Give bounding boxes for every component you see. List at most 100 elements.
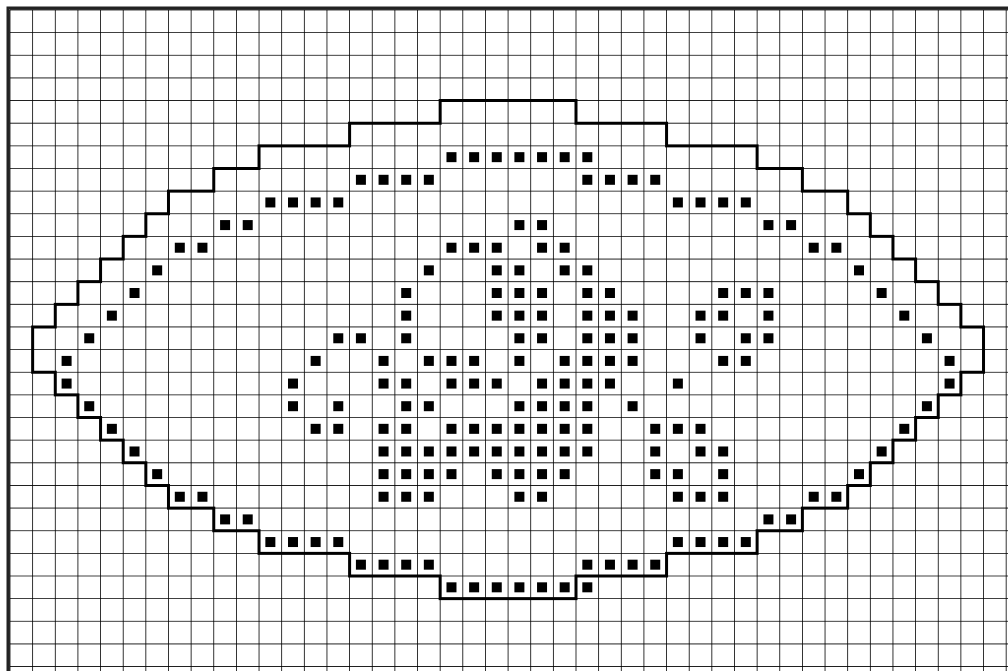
filled-cell — [469, 379, 479, 389]
filled-cell — [560, 243, 570, 253]
filled-cell — [265, 197, 275, 207]
filled-cell — [696, 197, 706, 207]
filled-cell — [130, 288, 140, 298]
filled-cell — [831, 492, 841, 502]
filled-cell — [469, 582, 479, 592]
filled-cell — [560, 356, 570, 366]
filled-cell — [401, 333, 411, 343]
filled-cell — [401, 492, 411, 502]
filled-cell — [311, 537, 321, 547]
filled-cell — [741, 356, 751, 366]
filled-cell — [514, 401, 524, 411]
filled-cell — [922, 401, 932, 411]
filled-cell — [401, 288, 411, 298]
filled-cell — [673, 424, 683, 434]
filled-cell — [288, 537, 298, 547]
filled-cell — [560, 152, 570, 162]
filled-cell — [469, 356, 479, 366]
filled-cell — [424, 446, 434, 456]
filled-cell — [560, 582, 570, 592]
filled-cell — [401, 424, 411, 434]
filled-cell — [741, 333, 751, 343]
filled-cell — [152, 265, 162, 275]
filled-cell — [514, 582, 524, 592]
filled-cell — [514, 446, 524, 456]
filled-cell — [424, 356, 434, 366]
filled-cell — [243, 514, 253, 524]
filled-cell — [446, 243, 456, 253]
filled-cell — [628, 560, 638, 570]
filled-cell — [537, 446, 547, 456]
filled-cell — [62, 379, 72, 389]
filled-cell — [197, 492, 207, 502]
filled-cell — [763, 333, 773, 343]
filled-cell — [379, 356, 389, 366]
filled-cell — [537, 288, 547, 298]
filled-cell — [537, 220, 547, 230]
filled-cell — [605, 379, 615, 389]
filled-cell — [379, 446, 389, 456]
filled-cell — [922, 333, 932, 343]
filled-cell — [582, 175, 592, 185]
filled-cell — [741, 197, 751, 207]
filled-cell — [492, 152, 502, 162]
filled-cell — [446, 446, 456, 456]
filled-cell — [424, 492, 434, 502]
filled-cell — [401, 311, 411, 321]
filled-cell — [537, 401, 547, 411]
filled-cell — [514, 333, 524, 343]
filled-cell — [401, 446, 411, 456]
filled-cell — [401, 175, 411, 185]
filled-cell — [379, 492, 389, 502]
filled-cell — [560, 446, 570, 456]
filled-cell — [718, 311, 728, 321]
filled-cell — [424, 175, 434, 185]
filled-cell — [718, 492, 728, 502]
filled-cell — [537, 469, 547, 479]
filled-cell — [311, 197, 321, 207]
filled-cell — [333, 424, 343, 434]
filled-cell — [446, 424, 456, 434]
filled-cell — [84, 333, 94, 343]
filled-cell — [220, 220, 230, 230]
filled-cell — [696, 492, 706, 502]
filled-cell — [696, 446, 706, 456]
filled-cell — [379, 469, 389, 479]
filled-cell — [786, 220, 796, 230]
filled-cell — [763, 220, 773, 230]
filled-cell — [560, 379, 570, 389]
filled-cell — [492, 582, 502, 592]
filled-cell — [628, 175, 638, 185]
filled-cell — [650, 175, 660, 185]
filled-cell — [401, 401, 411, 411]
filled-cell — [446, 379, 456, 389]
filled-cell — [288, 197, 298, 207]
filled-cell — [492, 379, 502, 389]
filled-cell — [945, 356, 955, 366]
filled-cell — [514, 356, 524, 366]
filled-cell — [401, 469, 411, 479]
filled-cell — [514, 469, 524, 479]
filled-cell — [333, 537, 343, 547]
filled-cell — [673, 537, 683, 547]
filled-cell — [763, 288, 773, 298]
filled-cell — [469, 424, 479, 434]
filled-cell — [696, 424, 706, 434]
filled-cell — [175, 243, 185, 253]
filled-cell — [197, 243, 207, 253]
filled-cell — [605, 311, 615, 321]
filled-cell — [514, 220, 524, 230]
filled-cell — [537, 152, 547, 162]
filled-cell — [741, 537, 751, 547]
filled-cell — [265, 537, 275, 547]
filled-cell — [605, 333, 615, 343]
filled-cell — [356, 175, 366, 185]
filled-cell — [514, 265, 524, 275]
filled-cell — [130, 446, 140, 456]
filled-cell — [220, 514, 230, 524]
filled-cell — [288, 379, 298, 389]
filled-cell — [311, 356, 321, 366]
filled-cell — [492, 288, 502, 298]
filled-cell — [62, 356, 72, 366]
